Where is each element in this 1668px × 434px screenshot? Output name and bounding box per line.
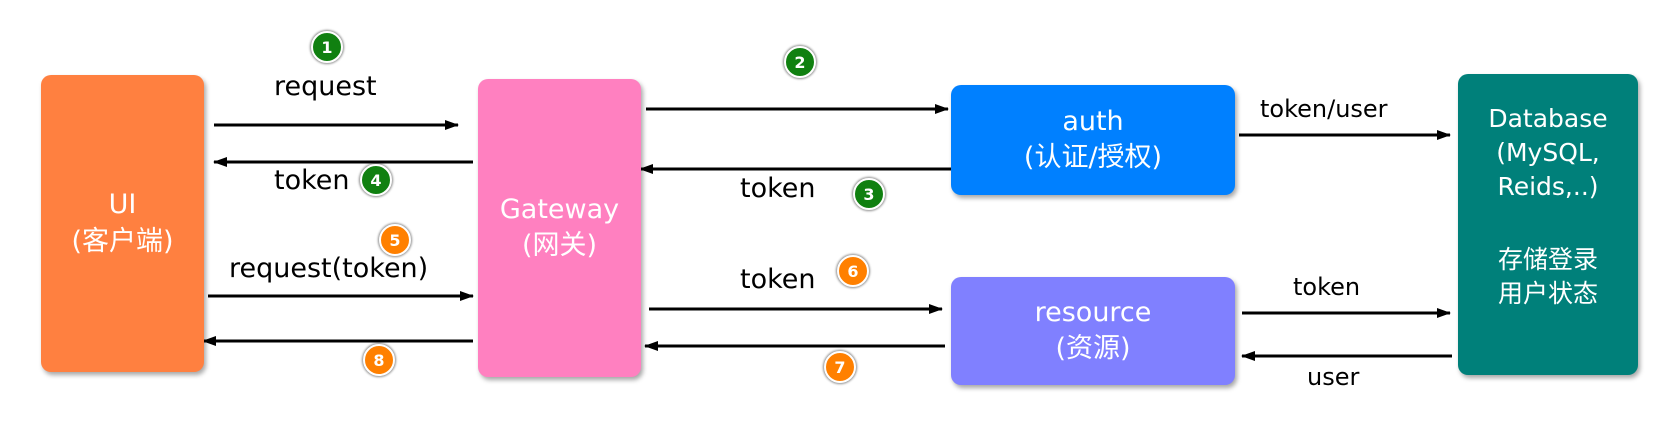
edge-label-request-token: request(token) — [229, 253, 429, 284]
ui-title: UI — [108, 189, 137, 221]
edge-label-ui-token: token — [274, 165, 350, 196]
edge-label-user: user — [1307, 363, 1360, 391]
database-line4: 存储登录 — [1497, 245, 1598, 275]
step-badge-5: 5 — [379, 224, 411, 256]
edge-label-db-token: token — [1293, 273, 1361, 301]
auth-subtitle: (认证/授权) — [1023, 142, 1163, 173]
step-badge-3: 3 — [853, 178, 885, 210]
gateway-subtitle: (网关) — [521, 230, 598, 261]
auth-node: auth (认证/授权) — [951, 85, 1235, 195]
step-badge-8: 8 — [363, 344, 395, 376]
step-badge-6: 6 — [837, 255, 869, 287]
edge-label-resource-token: token — [740, 264, 816, 295]
database-title: Database — [1488, 104, 1608, 133]
edge-label-auth-token: token — [740, 173, 816, 204]
database-line3: Reids,..) — [1497, 171, 1599, 201]
gateway-node: Gateway (网关) — [478, 79, 641, 377]
auth-title: auth — [1062, 105, 1124, 137]
edge-label-request: request — [274, 71, 377, 102]
database-line2: (MySQL, — [1496, 137, 1600, 167]
edge-label-token-user: token/user — [1260, 95, 1388, 123]
resource-title: resource — [1034, 296, 1152, 328]
gateway-title: Gateway — [499, 193, 620, 225]
step-badge-2: 2 — [784, 46, 816, 78]
resource-subtitle: (资源) — [1055, 333, 1131, 364]
step-badge-4: 4 — [360, 164, 392, 196]
step-badge-1: 1 — [311, 31, 343, 63]
ui-subtitle: (客户端) — [71, 225, 174, 257]
ui-client-node: UI (客户端) — [41, 75, 204, 372]
database-line5: 用户状态 — [1497, 279, 1598, 308]
database-node: Database (MySQL, Reids,..) 存储登录 用户状态 — [1458, 74, 1638, 375]
resource-node: resource (资源) — [951, 277, 1235, 385]
step-badge-7: 7 — [824, 351, 856, 383]
